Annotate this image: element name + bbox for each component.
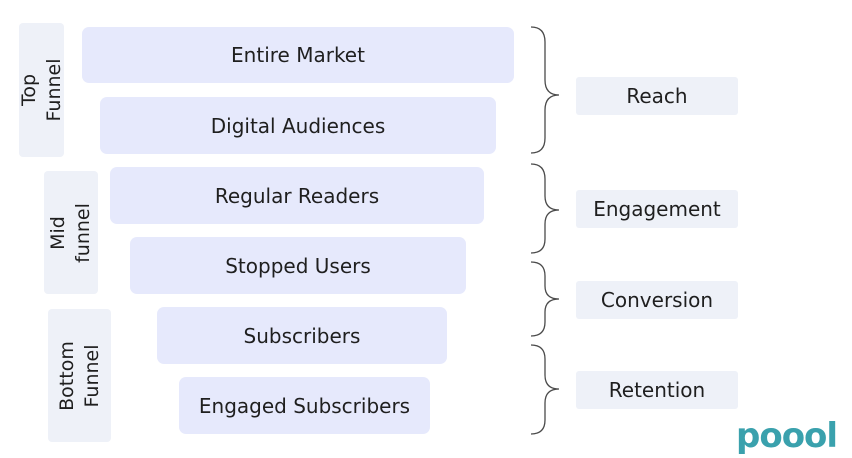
outcome-label: Retention <box>608 378 706 402</box>
funnel-bar-digital-audiences: Digital Audiences <box>100 97 496 154</box>
funnel-bar-regular-readers: Regular Readers <box>110 167 484 224</box>
outcome-retention: Retention <box>576 371 738 409</box>
stage-label-top: Top Funnel <box>18 23 65 157</box>
bracket-conversion <box>530 261 560 337</box>
funnel-bar-entire-market: Entire Market <box>82 27 514 83</box>
outcome-reach: Reach <box>576 77 738 115</box>
outcome-conversion: Conversion <box>576 281 738 319</box>
funnel-bar-label: Digital Audiences <box>210 113 386 138</box>
funnel-bar-stopped-users: Stopped Users <box>130 237 466 294</box>
funnel-bar-subscribers: Subscribers <box>157 307 447 364</box>
funnel-bar-engaged-subscribers: Engaged Subscribers <box>179 377 430 434</box>
outcome-engagement: Engagement <box>576 190 738 228</box>
stage-label-bottom: Bottom Funnel <box>48 309 111 442</box>
outcome-label: Reach <box>626 84 688 108</box>
bracket-reach <box>530 26 560 154</box>
outcome-label: Conversion <box>600 288 714 312</box>
bracket-engagement <box>530 163 560 254</box>
funnel-bar-label: Engaged Subscribers <box>198 393 411 418</box>
funnel-bar-label: Stopped Users <box>225 253 371 278</box>
funnel-bar-label: Entire Market <box>231 43 365 67</box>
poool-logo: poool <box>736 416 838 456</box>
bracket-retention <box>530 344 560 435</box>
stage-label-mid: Mid funnel <box>44 171 98 294</box>
funnel-bar-label: Regular Readers <box>214 183 380 208</box>
funnel-bar-label: Subscribers <box>243 323 361 348</box>
outcome-label: Engagement <box>593 197 721 221</box>
